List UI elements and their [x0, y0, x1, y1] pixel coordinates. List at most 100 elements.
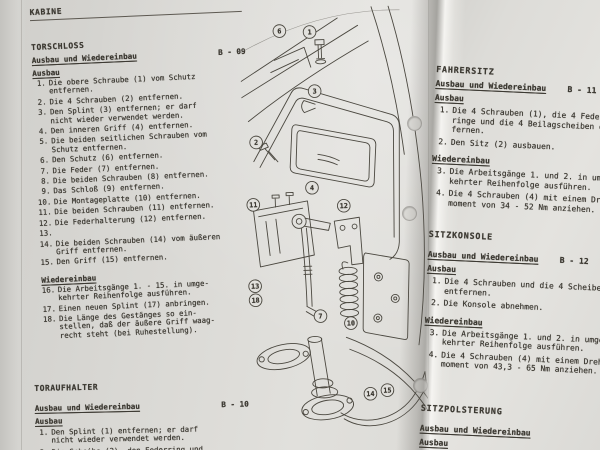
item-number: 1.: [36, 78, 46, 88]
item-text: Die 4 Schrauben (4) mit einem Dreh-momen…: [441, 350, 600, 377]
item-number: 13.: [39, 228, 53, 239]
callout-circle-14: [363, 386, 378, 401]
rubric-label: Ausbau: [34, 416, 63, 426]
rubric-label: Ausbau: [32, 67, 60, 79]
callout-circle-15: [380, 383, 395, 397]
item-number: 17.: [42, 303, 57, 314]
rubric-label: Ausbau und Wiedereinbau: [427, 249, 539, 264]
list-item: 1.Die 4 Schrauben (1), die 4 Feder-ringe…: [433, 105, 600, 142]
callout-circle-6: [272, 24, 287, 38]
rubric-label: Ausbau: [434, 92, 465, 104]
list-item: 4.Die 4 Schrauben (4) mit einem Dreh-mom…: [423, 349, 600, 375]
section-title: FAHRERSITZ: [436, 63, 495, 77]
page-header: KABINE: [29, 0, 242, 22]
callout-number: 11: [249, 201, 258, 209]
callout-number: 6: [277, 27, 281, 35]
left-text-column-bottom: TORAUFHALTER Ausbau und Wiedereinbau B - 1…: [34, 367, 252, 450]
item-number: 11.: [38, 207, 52, 218]
rubric-row: Ausbau und Wiedereinbau B - 11: [435, 79, 598, 95]
rubric-row: Ausbau: [35, 412, 251, 426]
callout-circle-1: [302, 25, 317, 39]
item-number: 1.: [439, 105, 450, 115]
rubric-row: Ausbau und Wiedereinbau B - 10: [35, 399, 251, 413]
item-number: 3.: [436, 166, 447, 176]
callout-number: 4: [310, 184, 314, 192]
item-text: Die 4 Schrauben (4) mit einem Dreh-momen…: [448, 189, 600, 216]
callout-leader-line: [256, 299, 305, 305]
item-number: 8.: [40, 176, 51, 186]
item-number: 4.: [435, 188, 446, 198]
item-line: nicht wieder verwendet werden.: [51, 433, 186, 446]
item-text: Die Konsole abnehmen.: [443, 299, 543, 313]
item-line: Den Sitz (2) ausbauen.: [450, 137, 556, 151]
callout-number: 10: [347, 319, 356, 327]
item-number: 10.: [37, 197, 52, 207]
rubric-row: Ausbau und Wiedereinbau: [420, 423, 583, 439]
section-code: B - 12: [559, 255, 589, 267]
rubric-label: Wiedereinbau: [424, 315, 483, 327]
callout-circle-13: [248, 279, 262, 293]
callout-number: 2: [254, 139, 258, 147]
callout-circle-4: [305, 180, 319, 195]
item-number: 2.: [438, 136, 449, 147]
item-text: Die Scheibe (2), den Federring und: [52, 444, 203, 450]
rubric-row: Ausbau und Wiedereinbau B - 12: [428, 250, 591, 266]
item-number: 12.: [38, 218, 53, 228]
section-title: SITZPOLSTERUNG: [420, 402, 503, 416]
callout-circle-2: [249, 135, 263, 150]
item-line: Die Konsole abnehmen.: [443, 298, 544, 313]
section-title: SITZKONSOLE: [428, 228, 494, 242]
section-code: B - 11: [567, 84, 597, 96]
callout-number: 7: [318, 312, 322, 320]
item-number: 5.: [39, 136, 49, 147]
rubric-row: Ausbau: [419, 437, 582, 450]
rubric-label: Ausbau: [426, 263, 457, 275]
item-text: Den Sitz (2) ausbauen.: [451, 137, 556, 151]
callout-circle-10: [344, 316, 358, 330]
item-line: Die Scheibe (2), den Federring und: [52, 444, 203, 450]
rubric-label: Ausbau und Wiedereinbau: [31, 51, 138, 66]
item-number: 2.: [37, 97, 47, 107]
item-number: 2.: [430, 297, 441, 308]
callout-number: 13: [251, 282, 260, 290]
item-number: 3.: [37, 107, 48, 118]
callout-circle-18: [248, 293, 263, 308]
item-line: [55, 229, 60, 238]
item-number: 4.: [38, 126, 49, 136]
item-text: Die 4 Schrauben (1), die 4 Feder-ringe u…: [451, 106, 600, 142]
item-text: [55, 229, 60, 238]
item-number: 1.: [39, 427, 49, 437]
item-number: 6.: [40, 155, 50, 166]
callout-number: 3: [312, 87, 316, 95]
item-text: Die Länge des Gestänges so ein-stellen, …: [59, 308, 216, 340]
callout-circle-3: [307, 84, 322, 98]
rubric-label: Ausbau: [419, 437, 449, 448]
callout-number: 12: [340, 202, 349, 210]
section-code: B - 10: [221, 399, 249, 410]
section-title: TORAUFHALTER: [34, 382, 99, 393]
left-page-edge-shade: [0, 0, 26, 450]
item-number: 15.: [40, 257, 55, 268]
item-number: 16.: [41, 285, 56, 295]
list-item: 4.Die 4 Schrauben (4) mit einem Dreh-mom…: [430, 188, 600, 214]
callout-number: 18: [251, 297, 260, 305]
rubric-label: Ausbau und Wiedereinbau: [435, 78, 547, 93]
rubric-label: Ausbau und Wiedereinbau: [34, 401, 140, 413]
callout-circle-11: [246, 198, 261, 212]
callout-circle-12: [337, 198, 351, 213]
item-number: 1.: [431, 276, 442, 286]
item-number: 9.: [41, 186, 51, 197]
callout-number: 1: [307, 28, 311, 36]
callout-number: 15: [383, 386, 392, 394]
item-number: 3.: [429, 327, 440, 337]
item-number: 14.: [39, 238, 54, 249]
callout-circle-7: [313, 309, 328, 323]
item-number: 18.: [42, 314, 57, 324]
